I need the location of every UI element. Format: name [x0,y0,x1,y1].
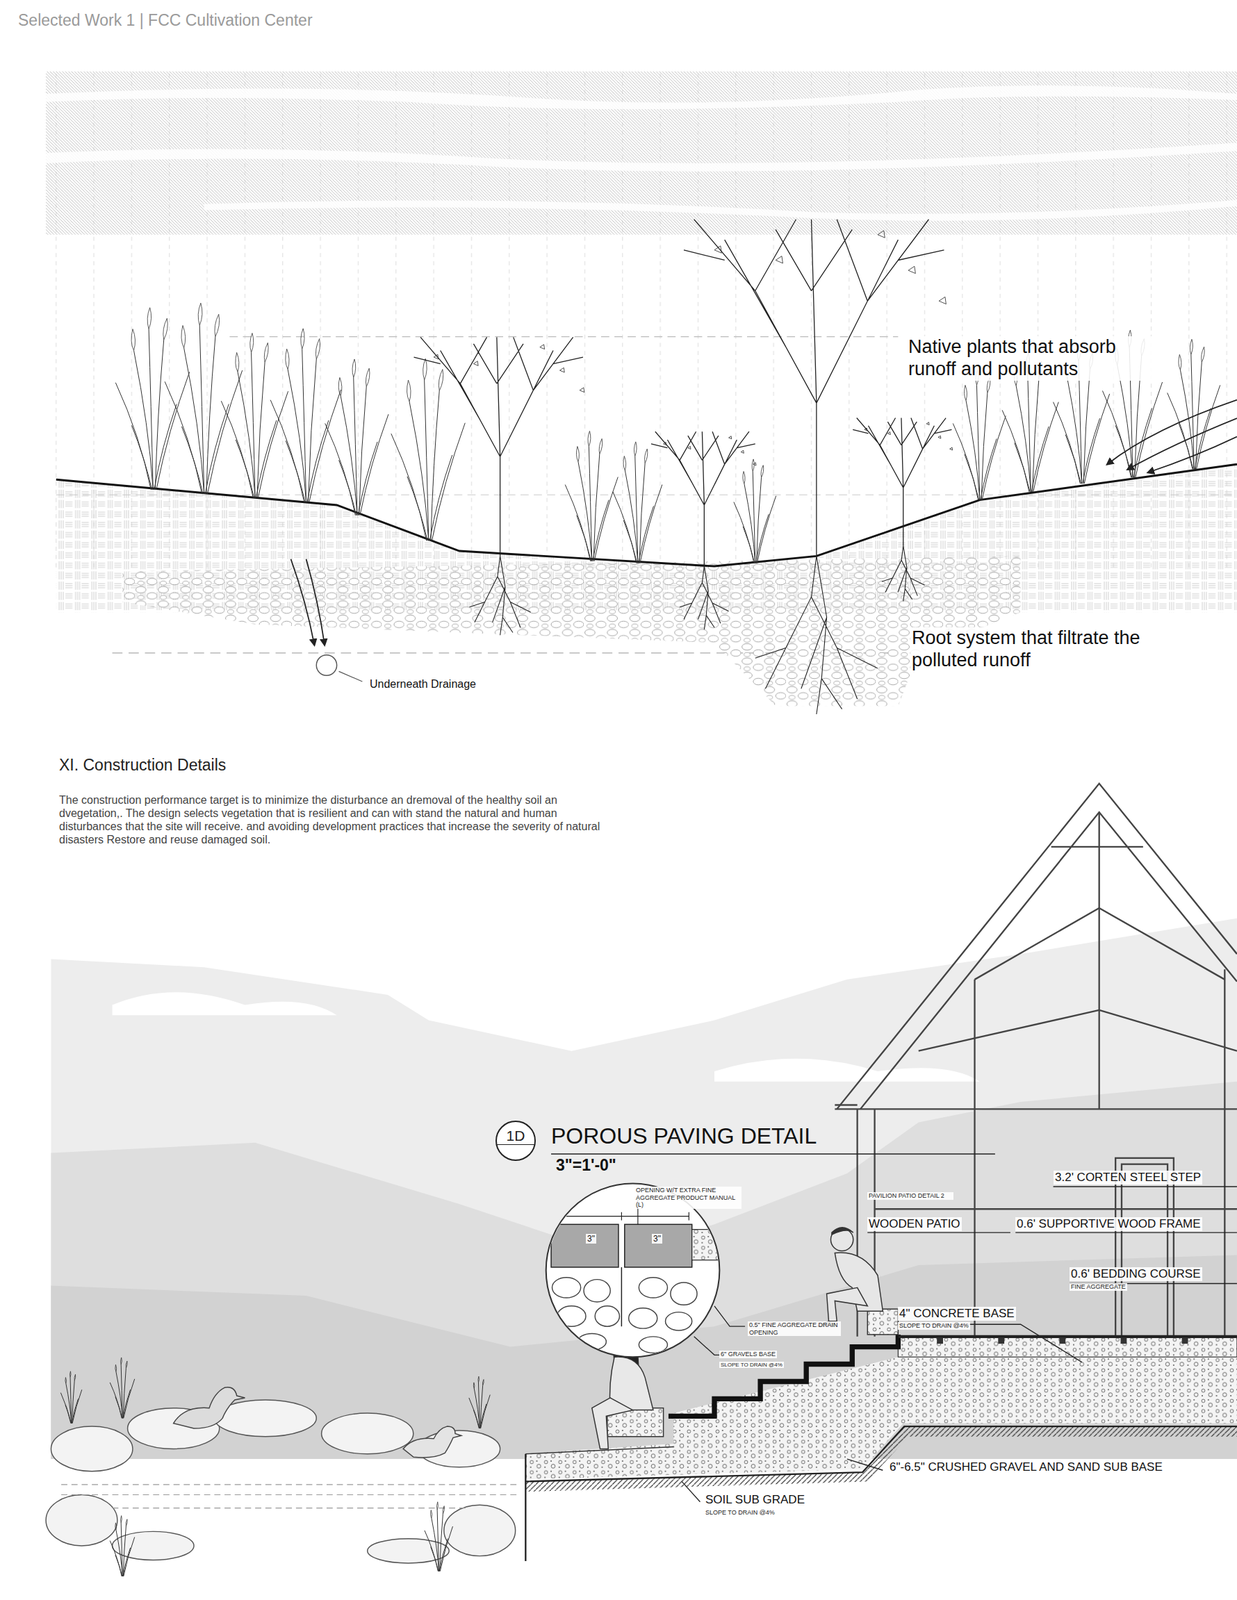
material-label: SOIL SUB GRADE [703,1493,807,1508]
detail-note: PAVILION PATIO DETAIL 2 [867,1192,954,1201]
detail-note: 0.5" FINE AGGREGATE DRAIN OPENING [747,1321,841,1337]
scale-label: 3"=1'-0" [555,1156,617,1176]
detail-number: 1D [496,1127,535,1144]
page-header: Selected Work 1 | FCC Cultivation Center [18,11,313,30]
material-label: 3.2' CORTEN STEEL STEP [1053,1170,1203,1185]
material-label: 4" CONCRETE BASE [897,1307,1017,1322]
dimension: 3" [651,1234,663,1244]
callout-note: Underneath Drainage [368,678,478,692]
material-label: 0.6' SUPPORTIVE WOOD FRAME [1015,1217,1203,1232]
detail-note: SLOPE TO DRAIN @4% [897,1322,971,1331]
detail-note: SLOPE TO DRAIN @4% [703,1509,777,1518]
body-text: The construction performance target is t… [59,794,616,848]
divider-line [496,1144,535,1146]
section-title: XI. Construction Details [59,756,226,775]
dimension: 3" [585,1234,597,1244]
callout-note: Root system that filtrate the polluted r… [910,627,1206,673]
detail-note: FINE AGGREGATE [1069,1283,1128,1292]
material-label: WOODEN PATIO [867,1217,962,1232]
detail-note: SLOPE TO DRAIN @4% [719,1362,784,1369]
material-label: 0.6' BEDDING COURSE [1069,1267,1203,1282]
detail-bubble: 1D [495,1120,536,1162]
detail-note: 6" GRAVELS BASE [719,1350,777,1359]
material-label: 6"-6.5" CRUSHED GRAVEL AND SAND SUB BASE [888,1460,1165,1475]
detail-title: POROUS PAVING DETAIL [551,1123,817,1151]
callout-note: Native plants that absorb runoff and pol… [906,336,1167,381]
detail-note: OPENING W/T EXTRA FINE AGGREGATE PRODUCT… [634,1186,742,1210]
